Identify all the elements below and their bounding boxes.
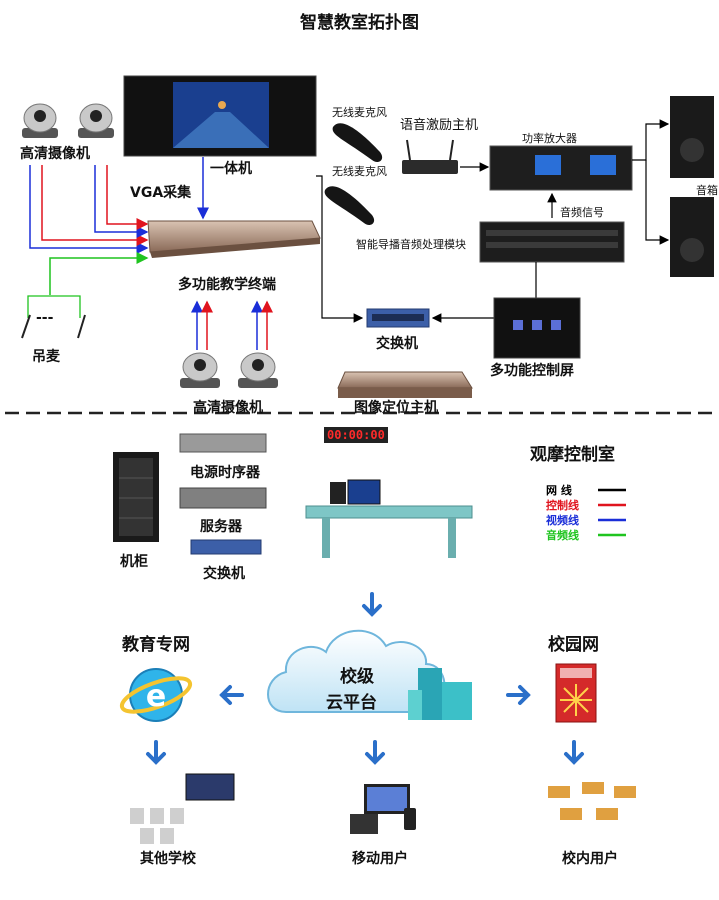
power-amplifier-label: 功率放大器 <box>522 132 577 145</box>
speaker-icon <box>670 96 714 178</box>
cloud-platform-line2: 云平台 <box>326 693 377 713</box>
mobile-devices-icon <box>350 784 416 834</box>
positioning-host-label: 图像定位主机 <box>354 400 438 416</box>
power-amplifier <box>489 145 633 191</box>
arrow-down-icon <box>146 740 166 765</box>
switch-label: 交换机 <box>203 566 245 582</box>
cabinet-label: 机柜 <box>120 554 148 570</box>
education-network-label: 教育专网 <box>122 635 190 655</box>
control-desk <box>305 479 473 558</box>
clock-digits: 00:00:00 <box>327 428 385 442</box>
hd-camera-label: 高清摄像机 <box>193 400 263 416</box>
network-switch <box>190 539 262 555</box>
legend-video-label: 视频线 <box>546 514 579 527</box>
legend-network-label: 网 线 <box>546 484 572 497</box>
voice-exciter-host <box>402 139 458 174</box>
vga-capture-label: VGA采集 <box>130 185 192 201</box>
other-schools-label: 其他学校 <box>140 851 196 867</box>
arrow-down-icon <box>362 592 382 617</box>
audio-signal-label: 音频信号 <box>560 206 604 219</box>
arrow-right-icon <box>506 685 531 705</box>
svg-text:e: e <box>146 679 166 714</box>
switch-label: 交换机 <box>376 336 418 352</box>
speaker-icon <box>670 197 714 277</box>
hanging-mic-label: 吊麦 <box>32 349 60 365</box>
hd-camera-icon <box>22 103 58 138</box>
wireless-mic-label: 无线麦克风 <box>332 165 387 178</box>
cloud-platform <box>267 629 472 720</box>
hanging-mic-icon <box>27 295 81 318</box>
wireless-mic-icon <box>332 123 383 163</box>
teaching-terminal-label: 多功能教学终端 <box>178 277 276 293</box>
audio-module-label: 智能导播音频处理模块 <box>356 238 466 251</box>
arrow-left-icon <box>219 685 244 705</box>
campus-users-icon <box>548 782 636 820</box>
campus-network-label: 校园网 <box>548 635 599 655</box>
control-screen-label: 多功能控制屏 <box>490 363 574 379</box>
mic-dots: --- <box>36 310 54 326</box>
digital-clock <box>324 427 388 443</box>
legend-audio-label: 音频线 <box>546 529 579 542</box>
teaching-terminal <box>147 220 321 258</box>
wireless-mic-icon <box>324 186 375 226</box>
hd-camera-label: 高清摄像机 <box>20 146 90 162</box>
hd-camera-icon <box>180 352 220 388</box>
audio-processing-module <box>479 221 625 263</box>
legend-control-label: 控制线 <box>546 499 579 512</box>
network-switch <box>366 308 430 328</box>
server-cabinet-icon <box>113 452 159 542</box>
firewall-icon <box>555 663 597 723</box>
campus-users-label: 校内用户 <box>562 851 618 867</box>
arrow-down-icon <box>564 740 584 765</box>
all-in-one-display <box>123 75 317 157</box>
observation-room-title: 观摩控制室 <box>530 445 615 465</box>
control-screen <box>493 297 581 359</box>
hd-camera-icon <box>238 352 278 388</box>
power-sequencer-label: 电源时序器 <box>190 465 260 481</box>
voice-exciter-label: 语音激励主机 <box>400 118 479 133</box>
server-rack-unit <box>179 487 267 509</box>
mobile-users-label: 移动用户 <box>352 851 408 867</box>
speaker-label: 音箱 <box>696 184 718 197</box>
wireless-mic-label: 无线麦克风 <box>332 106 387 119</box>
school-computers-icon <box>130 773 235 844</box>
power-sequencer <box>179 433 267 453</box>
page-title: 智慧教室拓扑图 <box>300 13 419 33</box>
arrow-down-icon <box>365 740 385 765</box>
hd-camera-icon <box>78 103 114 138</box>
image-positioning-host <box>337 371 473 398</box>
internet-explorer-icon: e <box>119 668 193 722</box>
cloud-platform-line1: 校级 <box>340 667 374 687</box>
legend-lines <box>598 488 626 537</box>
server-label: 服务器 <box>200 519 242 535</box>
all-in-one-label: 一体机 <box>210 161 252 177</box>
hanging-mic-icon <box>21 314 86 339</box>
